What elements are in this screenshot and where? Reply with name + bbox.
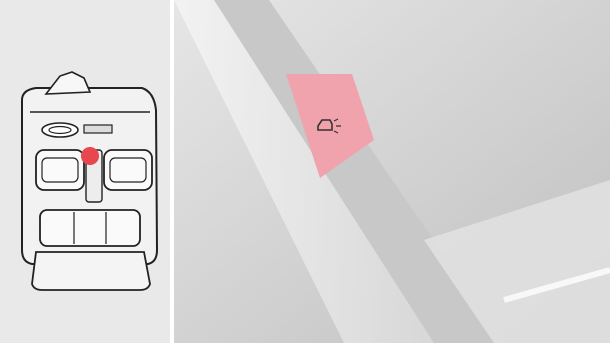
center-screen <box>84 125 112 133</box>
driver-seat <box>36 150 84 190</box>
passenger-seat <box>104 150 152 190</box>
car-top-view <box>0 0 170 343</box>
trunk <box>32 252 150 290</box>
front-hood <box>46 72 90 94</box>
highlight-marker <box>81 147 99 165</box>
steering-wheel <box>42 123 78 137</box>
console-closeup-illustration <box>174 0 610 343</box>
rear-bench <box>40 210 140 246</box>
console-closeup-panel <box>174 0 610 343</box>
car-overview-panel <box>0 0 170 343</box>
